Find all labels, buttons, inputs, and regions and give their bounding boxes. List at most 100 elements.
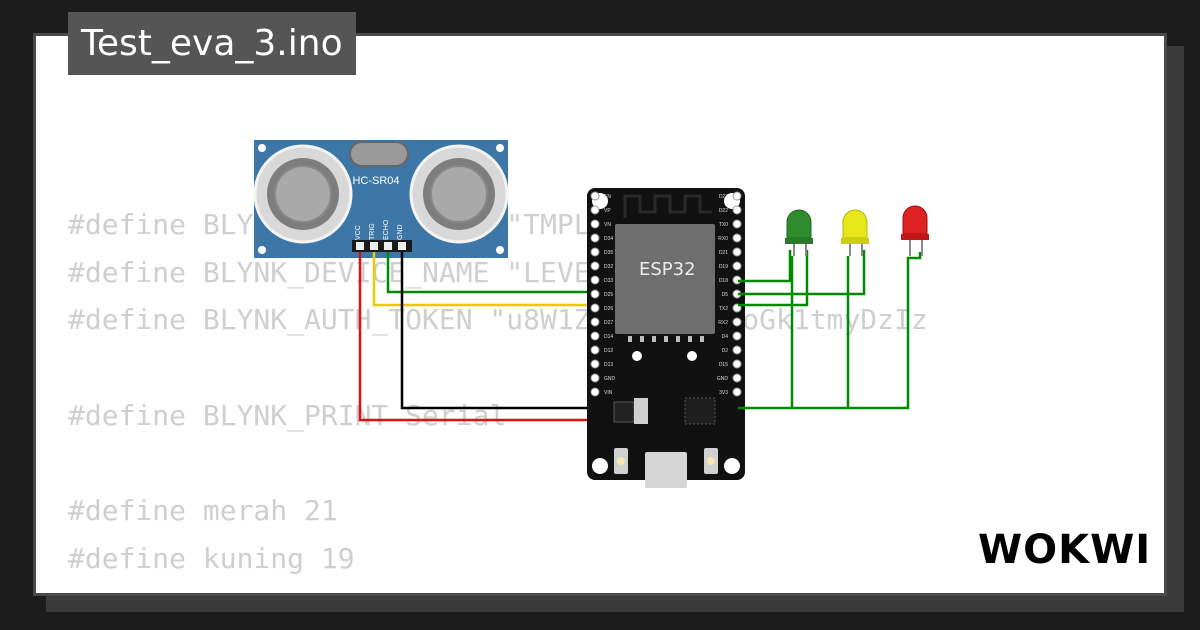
wire-red-led-anode[interactable] [738, 250, 809, 307]
pin-d26[interactable] [590, 303, 600, 313]
pin-d23[interactable] [732, 191, 742, 201]
pin-label-d19: D19 [719, 264, 728, 270]
pin-label-tx2: TX2 [719, 306, 728, 312]
wire-trig[interactable] [372, 252, 595, 307]
wire-green-led-anode[interactable] [738, 250, 792, 283]
pin-label-d34: D34 [604, 236, 613, 242]
pin-label-d26: D26 [604, 306, 613, 312]
pin-label-d2: D2 [722, 348, 729, 354]
project-filename: Test_eva_3.ino [68, 12, 356, 75]
pin-label-vn: VN [604, 222, 611, 228]
module-castellations [628, 336, 704, 342]
pin-d21[interactable] [732, 247, 742, 257]
pin-d4[interactable] [732, 331, 742, 341]
pin-label-d12: D12 [604, 348, 613, 354]
usb-port [645, 452, 687, 488]
pin-d25[interactable] [590, 289, 600, 299]
pin-label-d13: D13 [604, 362, 613, 368]
sensor-pin-trig[interactable] [370, 242, 378, 250]
pin-label-d15: D15 [719, 362, 728, 368]
pin-d33[interactable] [590, 275, 600, 285]
sensor-pin-echo[interactable] [384, 242, 392, 250]
pin-vin[interactable] [590, 387, 600, 397]
code-line: #define hijau 18 [68, 583, 928, 594]
wire-yellow-led-anode[interactable] [738, 250, 866, 296]
pin-rx0[interactable] [732, 233, 742, 243]
green-led[interactable] [785, 209, 813, 256]
boot-button-cap [617, 457, 625, 465]
sensor-pin-gnd[interactable] [398, 242, 406, 250]
pin-d35[interactable] [590, 247, 600, 257]
pin-d13[interactable] [590, 359, 600, 369]
pin-label-3v3: 3V3 [719, 390, 728, 396]
en-button-cap [707, 457, 715, 465]
left-pin-header: ENVPVND34D35D32D33D25D26D27D14D12D13GNDV… [590, 191, 616, 397]
mount-hole [496, 246, 504, 254]
code-line: #define kuning 19 [68, 541, 355, 575]
pin-label-rx2: RX2 [718, 320, 728, 326]
pin-3v3[interactable] [732, 387, 742, 397]
pin-tx0[interactable] [732, 219, 742, 229]
pin-d34[interactable] [590, 233, 600, 243]
sensor-header [352, 240, 412, 252]
pin-label-rx0: RX0 [718, 236, 728, 242]
pin-label-vcc: VCC [355, 225, 362, 240]
pin-label-d32: D32 [604, 264, 613, 270]
mount-hole [258, 246, 266, 254]
esp32-module [615, 224, 715, 334]
antenna-trace [623, 194, 712, 218]
pin-label-d4: D4 [722, 334, 729, 340]
code-line: #define BLYNK_PRINT Serial [68, 398, 507, 432]
wire-echo[interactable] [386, 252, 595, 294]
pin-label-d22: D22 [719, 208, 728, 214]
pin-d27[interactable] [590, 317, 600, 327]
pin-label-tx0: TX0 [719, 222, 728, 228]
pin-label-d5: D5 [722, 292, 729, 298]
pin-d19[interactable] [732, 261, 742, 271]
pin-label-en: EN [604, 194, 611, 200]
pin-vn[interactable] [590, 219, 600, 229]
pin-label-gnd: GND [397, 224, 404, 240]
pin-label-d18: D18 [719, 278, 728, 284]
pin-label-d35: D35 [604, 250, 613, 256]
module-label: ESP32 [639, 259, 696, 280]
wokwi-logo: WOKWI [978, 527, 1152, 573]
wire-led-ground[interactable] [738, 252, 922, 410]
pin-d32[interactable] [590, 261, 600, 271]
pin-gnd[interactable] [732, 373, 742, 383]
pin-label-gnd: GND [604, 376, 616, 382]
pin-gnd[interactable] [590, 373, 600, 383]
mount-hole [592, 458, 608, 474]
pin-rx2[interactable] [732, 317, 742, 327]
pin-d15[interactable] [732, 359, 742, 369]
pin-en[interactable] [590, 191, 600, 201]
mount-hole [632, 351, 642, 361]
red-led[interactable] [901, 205, 929, 256]
pin-label-d27: D27 [604, 320, 613, 326]
hc-sr04-sensor[interactable]: HC-SR04 VCC TRIG ECHO GND [253, 140, 509, 258]
pin-label-vp: VP [604, 208, 611, 214]
pin-label-d21: D21 [719, 250, 728, 256]
mount-hole [724, 458, 740, 474]
pin-label-d23: D23 [719, 194, 728, 200]
sensor-label: HC-SR04 [352, 175, 399, 187]
yellow-led[interactable] [841, 209, 869, 256]
pin-label-echo: ECHO [383, 219, 390, 240]
esp32-board[interactable]: ESP32 ENVPVND34D35D32D33D25D26D27D14D12D… [587, 188, 745, 488]
pin-label-gnd: GND [717, 376, 729, 382]
transducer-right [409, 144, 509, 244]
pin-d14[interactable] [590, 331, 600, 341]
pin-label-trig: TRIG [369, 223, 376, 240]
sensor-pin-vcc[interactable] [356, 242, 364, 250]
pin-label-d14: D14 [604, 334, 613, 340]
voltage-regulator [613, 401, 635, 423]
pin-d12[interactable] [590, 345, 600, 355]
pin-d22[interactable] [732, 205, 742, 215]
wire-vcc[interactable] [358, 252, 595, 422]
wire-gnd[interactable] [400, 252, 595, 410]
pin-vp[interactable] [590, 205, 600, 215]
mount-hole [687, 351, 697, 361]
pin-d2[interactable] [732, 345, 742, 355]
code-line: #define merah 21 [68, 494, 338, 528]
